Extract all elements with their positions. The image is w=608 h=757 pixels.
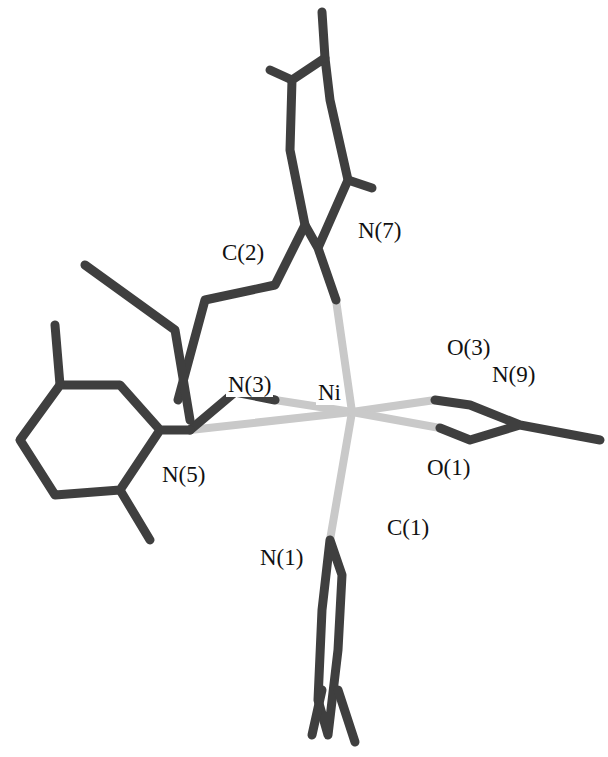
upper-ring	[290, 58, 348, 300]
atom-label: N(7)	[356, 218, 403, 243]
n3-link	[190, 392, 275, 430]
atom-label: N(1)	[258, 545, 305, 570]
atom-label: C(2)	[220, 240, 266, 265]
ni-o1-bond	[352, 412, 440, 428]
nitrate-group	[435, 400, 600, 440]
c2-bridge	[178, 225, 305, 400]
atom-label: C(1)	[385, 515, 431, 540]
atom-label: N(5)	[160, 462, 207, 487]
ligand-sticks	[20, 12, 600, 742]
atom-label: Ni	[316, 380, 343, 405]
upper-methyls	[270, 12, 372, 188]
metal-bonds	[190, 300, 440, 540]
atom-label: N(9)	[490, 362, 537, 387]
atom-label: O(1)	[425, 455, 472, 480]
atom-label: N(3)	[226, 372, 273, 397]
left-methyls	[55, 265, 190, 540]
atom-label: O(3)	[445, 335, 492, 360]
ni-c1-bond	[330, 412, 352, 540]
lower-methyls	[312, 690, 355, 742]
